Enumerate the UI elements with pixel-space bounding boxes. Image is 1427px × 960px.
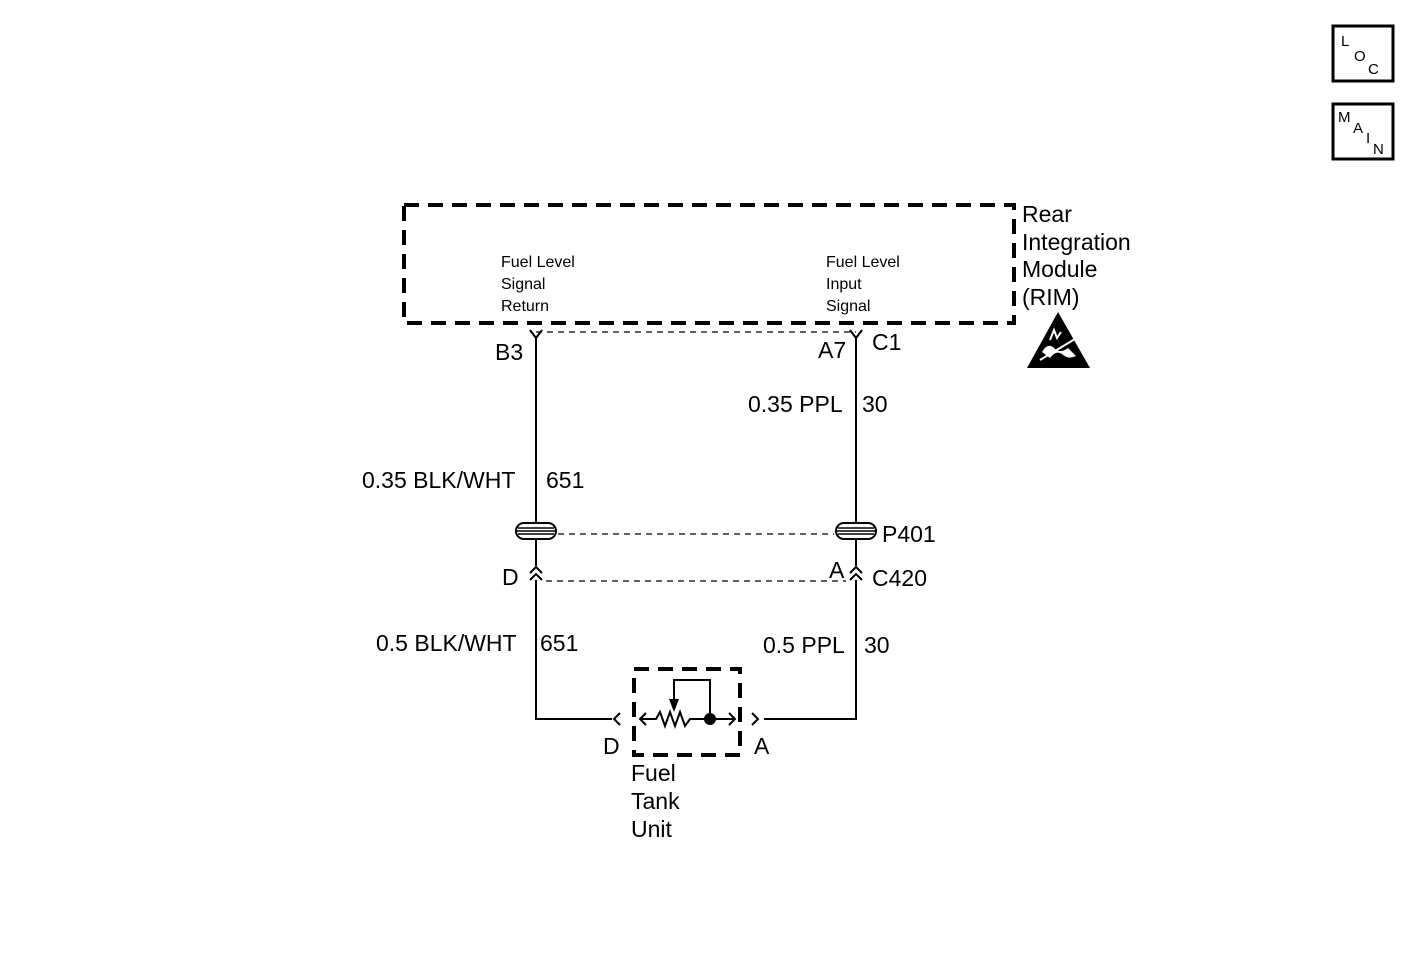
b3-pin-label: B3 (495, 339, 523, 365)
a7-pin-label: A7 (818, 337, 846, 363)
rim-name-line-2: Integration (1022, 229, 1131, 255)
c420-pin-d-terminal (529, 565, 543, 581)
wire-30-lower-circuit: 30 (864, 632, 890, 658)
fuel-level-sender-resistor-icon (638, 679, 737, 729)
wire-30-lower-gauge: 0.5 PPL (763, 632, 845, 658)
loc-letter-l: L (1341, 33, 1349, 50)
input-signal-line-1: Fuel Level (826, 254, 900, 271)
rim-module-name: Rear Integration Module (RIM) (1022, 201, 1131, 310)
main-letter-m: M (1338, 109, 1351, 126)
fuel-tank-pin-a-label: A (754, 733, 770, 759)
signal-return-line-1: Fuel Level (501, 254, 575, 271)
fuel-level-input-signal-label: Fuel Level Input Signal (826, 254, 900, 315)
fuel-tank-pin-d-label: D (603, 733, 620, 759)
wire-651-upper-circuit: 651 (546, 467, 584, 493)
rim-name-line-3: Module (1022, 256, 1097, 282)
loc-letter-o: O (1354, 48, 1366, 65)
wire-30-lower (764, 580, 857, 720)
rim-name-line-4: (RIM) (1022, 284, 1079, 310)
c1-connector-label: C1 (872, 329, 901, 355)
rim-name-line-1: Rear (1022, 201, 1072, 227)
signal-return-line-2: Signal (501, 276, 545, 293)
p401-right-grommet (835, 522, 877, 540)
wire-651-lower-circuit: 651 (540, 630, 578, 656)
main-letter-a: A (1353, 120, 1363, 137)
fuel-tank-name-line-2: Tank (631, 788, 680, 814)
wire-651-lower-gauge: 0.5 BLK/WHT (376, 630, 517, 656)
fuel-tank-name-line-3: Unit (631, 816, 673, 842)
c420-pin-a-terminal (849, 565, 863, 581)
rim-module-box (402, 203, 1016, 325)
fuel-tank-unit-name: Fuel Tank Unit (631, 760, 680, 842)
b3-terminal (529, 329, 543, 340)
main-button[interactable]: M A I N (1331, 102, 1395, 161)
input-signal-line-3: Signal (826, 298, 870, 315)
main-letter-i: I (1366, 130, 1370, 147)
wire-30-upper-gauge: 0.35 PPL (748, 391, 843, 417)
p401-label: P401 (882, 521, 936, 547)
a7-terminal (849, 329, 863, 340)
fuel-tank-pin-d-terminal (612, 712, 621, 726)
c420-pin-d-label: D (502, 564, 519, 590)
wire-30-upper-circuit: 30 (862, 391, 888, 417)
wire-651-upper-gauge: 0.35 BLK/WHT (362, 467, 515, 493)
c420-connector-label: C420 (872, 565, 927, 591)
main-letter-n: N (1373, 141, 1384, 158)
esd-sensitive-icon (1027, 312, 1090, 368)
p401-left-grommet (515, 522, 557, 540)
fuel-tank-pin-a-terminal (751, 712, 760, 726)
loc-button[interactable]: L O C (1331, 24, 1395, 83)
input-signal-line-2: Input (826, 276, 862, 293)
signal-return-line-3: Return (501, 298, 549, 315)
fuel-tank-unit-box (632, 667, 742, 757)
loc-letter-c: C (1368, 61, 1379, 78)
fuel-level-signal-return-label: Fuel Level Signal Return (501, 254, 575, 315)
c420-pin-a-label: A (829, 557, 845, 583)
wire-651-lower (535, 580, 612, 720)
fuel-tank-name-line-1: Fuel (631, 760, 676, 786)
